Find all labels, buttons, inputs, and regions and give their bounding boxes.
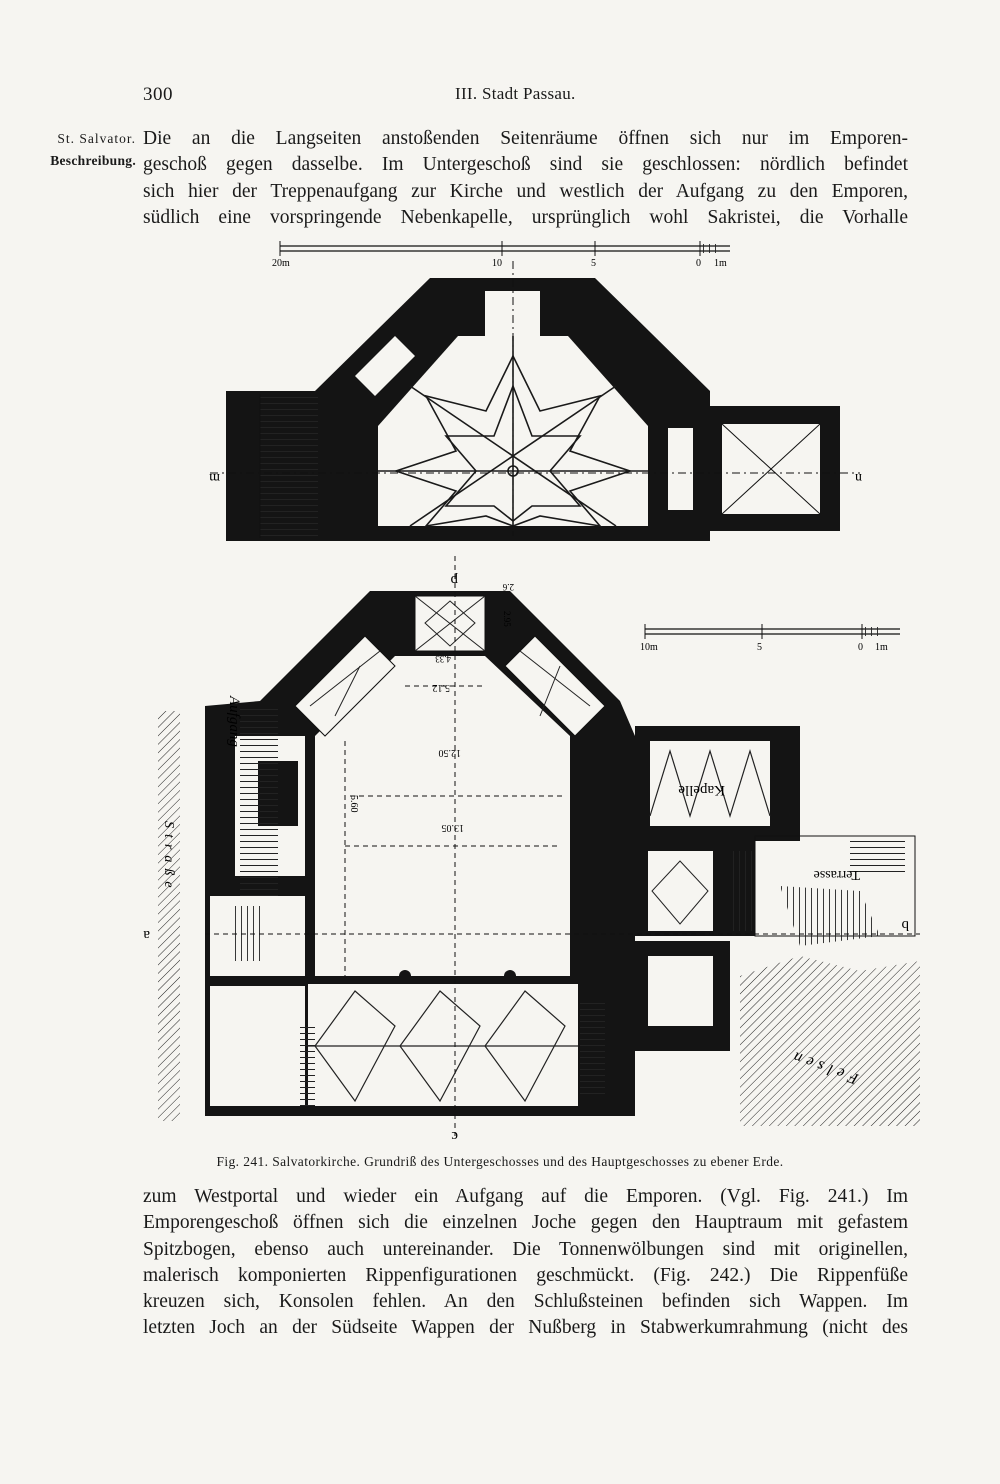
page-header: 300 III. Stadt Passau. (0, 84, 1000, 112)
text-line: Spitzbogen, ebenso auch untereinander. D… (143, 1238, 908, 1260)
text-line: zum Westportal und wieder ein Aufgang au… (143, 1186, 908, 1207)
text-line: Emporengeschoß öffnen sich die einzelnen… (143, 1212, 908, 1234)
figure-caption: Fig. 241. Salvatorkirche. Grundriß des U… (216, 1154, 784, 1169)
scale-label: 10 (492, 258, 502, 269)
dimension-label: 2.6 (502, 582, 514, 592)
paragraph-top: Die an die Langseiten anstoßenden Seiten… (143, 126, 908, 231)
margin-note: St. Salvator. Beschreibung. (4, 128, 136, 172)
text-line: südlich eine vorspringende Nebenkapelle,… (143, 206, 908, 228)
scale-label: 5 (591, 258, 596, 269)
upper-floor-plan: m n (209, 261, 862, 541)
section-mark: m (209, 470, 220, 485)
scale-label: 0 (696, 258, 701, 269)
room-label-terrasse: Terrasse (814, 867, 860, 882)
scale-bar-lower: 10m 5 0 1m (640, 624, 900, 653)
section-mark: b (902, 917, 910, 933)
dimension-label: 12.50 (439, 747, 462, 758)
page-number: 300 (143, 84, 173, 105)
section-mark: n (855, 470, 862, 485)
text-line: sich hier der Treppenaufgang zur Kirche … (143, 180, 908, 202)
margin-note-title: St. Salvator. (57, 131, 136, 146)
scale-label: 5 (757, 642, 762, 653)
section-mark: p (451, 572, 459, 588)
text-line: letzten Joch an der Südseite Wappen der … (143, 1317, 908, 1339)
dimension-label: 4.33 (435, 654, 451, 664)
room-label-kapelle: Kapelle (678, 782, 725, 798)
floor-plan-figure: 20m 10 5 0 1m (140, 236, 920, 1146)
text-line: Die an die Langseiten anstoßenden Seiten… (143, 128, 908, 149)
label-strasse: Straße (161, 821, 176, 894)
lower-floor-plan: Kapelle Terrasse (143, 556, 920, 1144)
label-aufgang: Aufgang (226, 695, 242, 747)
scale-label: 20m (272, 258, 290, 269)
scale-bar-upper: 20m 10 5 0 1m (272, 241, 730, 269)
dimension-label: 2.95 (502, 611, 512, 627)
running-head: III. Stadt Passau. (455, 84, 576, 103)
section-mark: a (143, 927, 150, 943)
text-line: geschoß gegen dasselbe. Im Untergeschoß … (143, 154, 908, 176)
scale-label: 10m (640, 642, 658, 653)
text-line: kreuzen sich, Konsolen fehlen. An den Sc… (143, 1291, 908, 1313)
scale-label: 0 (858, 642, 863, 653)
scale-label: 1m (714, 258, 727, 269)
text-line: malerisch komponierten Rippenfiguratione… (143, 1264, 908, 1286)
margin-note-subtitle: Beschreibung. (50, 153, 136, 168)
floor-plan-drawing: 20m 10 5 0 1m (143, 241, 920, 1144)
scale-label: 1m (875, 642, 888, 653)
dimension-label: 5.12 (433, 682, 451, 693)
section-mark: c (451, 1128, 458, 1144)
paragraph-bottom: zum Westportal und wieder ein Aufgang au… (143, 1184, 908, 1342)
dimension-label: 13.05 (442, 822, 465, 833)
dimension-label: 5.60 (348, 795, 359, 813)
